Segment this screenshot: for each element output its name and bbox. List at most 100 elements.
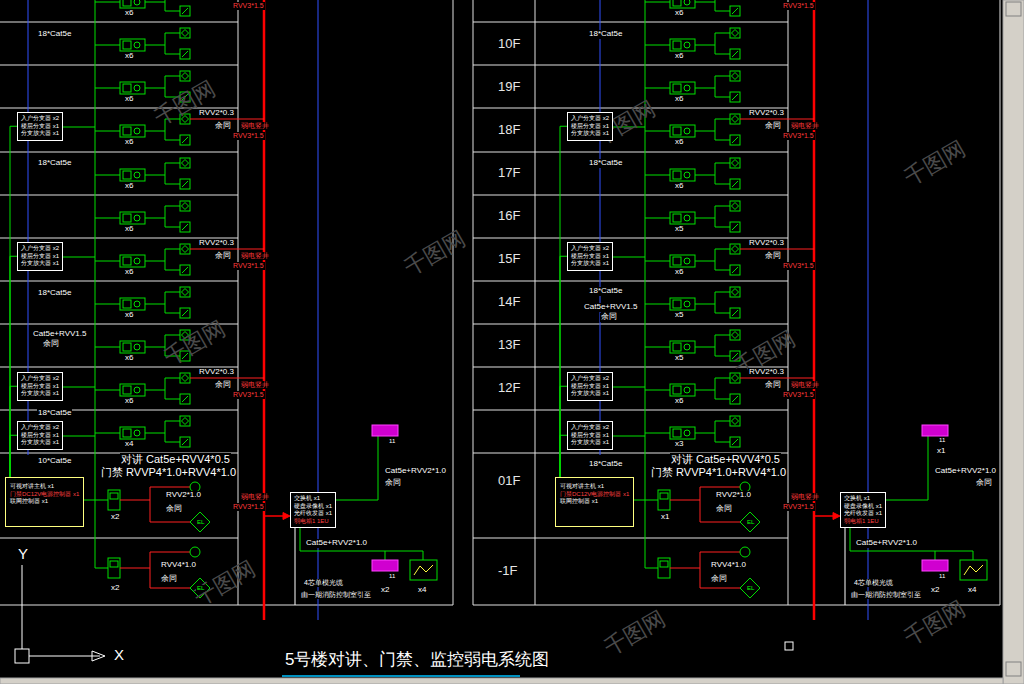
green-wire (145, 304, 165, 305)
riser-label: 弱电竖井 (240, 493, 270, 501)
intercom-symbol (134, 128, 140, 134)
green-wire (165, 442, 180, 443)
red-wire (700, 487, 701, 522)
cable-label: x5 (674, 311, 684, 320)
cable-label: 余同 (764, 381, 782, 390)
scrollbar (1003, 0, 1024, 684)
green-wire (165, 76, 166, 97)
intercom-symbol (673, 343, 681, 351)
green-wire (645, 261, 670, 262)
green-wire (695, 304, 715, 305)
box-text: 交换机 x1 (844, 495, 882, 503)
exit-sign-symbol (732, 73, 739, 80)
device-count: 11 (938, 573, 946, 580)
exit-sign-symbol (732, 160, 739, 167)
red-wire (150, 487, 190, 488)
green-wire (300, 551, 423, 552)
box-text: 楼层分支器 x1 (21, 432, 59, 440)
intercom-symbol (120, 0, 145, 8)
button-symbol (730, 287, 740, 297)
intercom-symbol (134, 258, 140, 264)
box-text: 入户分支器 x2 (571, 115, 609, 123)
cable-connector (10, 256, 17, 477)
door-controller-symbol (660, 561, 668, 567)
floor-line (0, 195, 238, 196)
button-symbol (180, 28, 190, 38)
riser-label: RVV3*1.5 (782, 503, 815, 511)
intercom-symbol (134, 430, 140, 436)
green-wire (645, 218, 670, 219)
red-wire (150, 522, 190, 523)
box-text: 联网控制器 x1 (10, 498, 79, 506)
exit-sign-symbol (732, 289, 739, 296)
distribution-box: 入户分支器 x2楼层分支器 x1分支放大器 x1 (17, 421, 63, 450)
intercom-symbol (684, 344, 690, 350)
equipment-cabinet: 交换机 x1硬盘录像机 x1光纤收发器 x1弱电箱1 1EU (840, 492, 886, 528)
green-wire (715, 184, 730, 185)
red-wire (740, 249, 814, 250)
exit-sign-symbol (732, 375, 739, 382)
intercom-symbol (123, 0, 131, 6)
green-wire (165, 11, 180, 12)
cable-label: x6 (124, 138, 134, 147)
panel-border (473, 0, 474, 605)
reader-symbol (732, 267, 738, 273)
intercom-symbol (670, 125, 695, 137)
intercom-symbol (123, 127, 131, 135)
green-wire (695, 433, 715, 434)
red-wire (670, 568, 700, 569)
green-wire (165, 206, 166, 227)
exit-sign-symbol (190, 512, 210, 532)
riser-label: 弱电竖井 (790, 122, 820, 130)
green-wire (165, 421, 180, 422)
intercom-symbol (123, 429, 131, 437)
riser-label: 弱电竖井 (790, 493, 820, 501)
cable-label: Cat5e+RVV2*1.0 (934, 467, 997, 476)
green-wire (165, 33, 166, 54)
panel-border (453, 0, 454, 605)
intercom-symbol (120, 169, 145, 181)
distribution-box: 入户分支器 x2楼层分支器 x1分支放大器 x1 (17, 242, 63, 271)
symbol-code: EL (746, 519, 755, 526)
box-text: 楼层分支器 x1 (21, 123, 59, 131)
green-wire (165, 270, 180, 271)
cable-label: RVV2*1.0 (165, 491, 202, 500)
intercom-symbol (684, 85, 690, 91)
reader-symbol (180, 49, 190, 59)
cable-connector (10, 386, 17, 477)
floor-line (0, 152, 238, 153)
floor-line (0, 605, 453, 606)
cable-label: 余同 (764, 122, 782, 131)
button-symbol (190, 547, 200, 557)
exit-sign-symbol (182, 203, 189, 210)
button-symbol (180, 244, 190, 254)
intercom-symbol (670, 255, 695, 267)
green-trunk (645, 0, 646, 568)
reader-symbol (730, 437, 740, 447)
green-wire (165, 33, 180, 34)
green-wire (95, 261, 120, 262)
green-wire (645, 2, 670, 3)
green-wire (715, 140, 730, 141)
exit-sign-symbol (732, 246, 739, 253)
exit-sign-symbol (732, 116, 739, 123)
intercom-symbol (123, 386, 131, 394)
intercom-symbol (684, 430, 690, 436)
green-wire (95, 218, 120, 219)
intercom-symbol (120, 212, 145, 224)
floor-label: 10F (497, 37, 521, 51)
axis-label: X (113, 647, 125, 664)
reader-symbol (732, 439, 738, 445)
green-wire (715, 399, 730, 400)
reader-symbol (182, 396, 188, 402)
box-text: 入户分支器 x2 (571, 424, 609, 432)
cable-label: RVV2*0.3 (198, 109, 235, 118)
green-wire (645, 88, 670, 89)
reader-symbol (732, 51, 738, 57)
watermark: 千图网 (190, 556, 261, 611)
intercom-symbol (684, 42, 690, 48)
riser-label: RVV3*1.5 (782, 2, 815, 10)
green-wire (695, 88, 715, 89)
green-wire (645, 347, 670, 348)
scroll-button (1006, 662, 1021, 676)
